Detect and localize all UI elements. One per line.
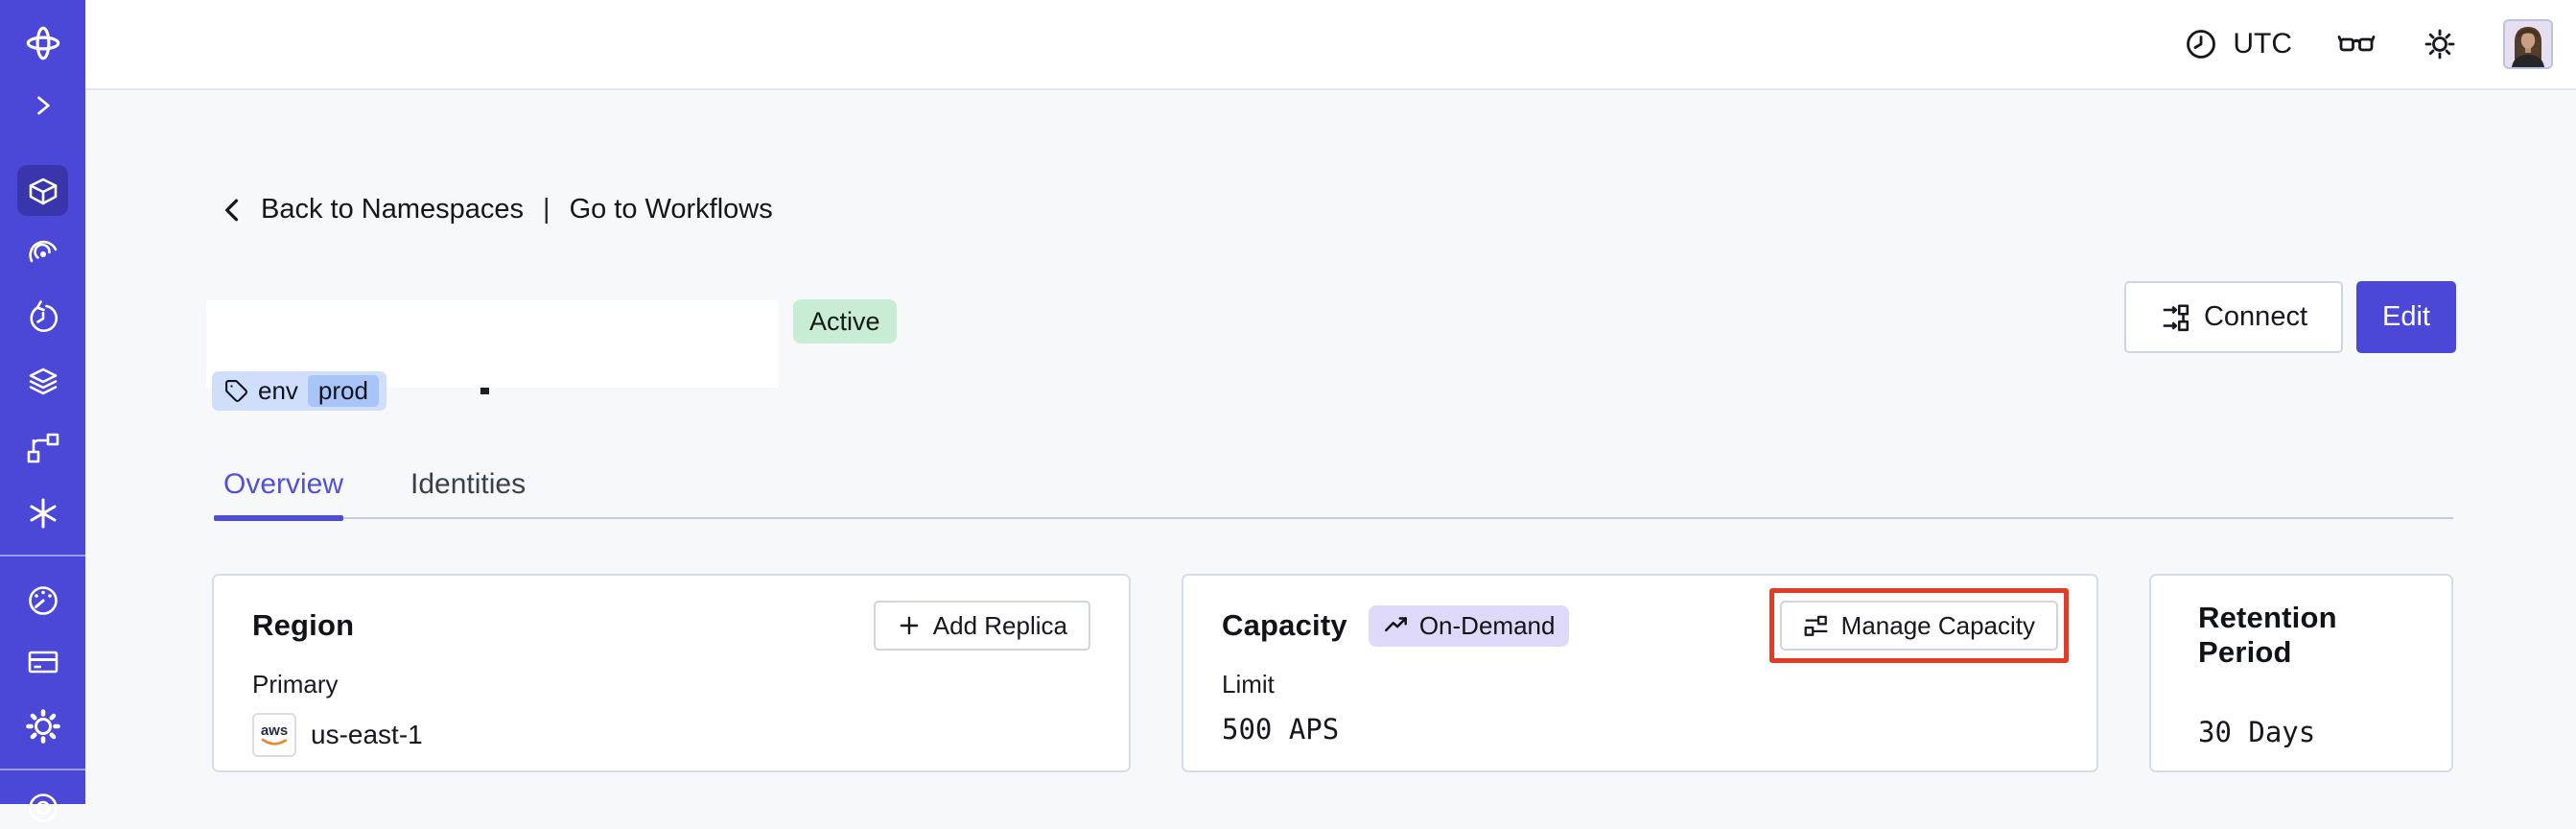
sidebar-item-support[interactable] bbox=[0, 787, 85, 829]
sidebar-item-namespaces[interactable] bbox=[17, 165, 68, 216]
manage-capacity-button[interactable]: Manage Capacity bbox=[1779, 601, 2058, 651]
gear-icon bbox=[24, 707, 62, 746]
sidebar-item-batch[interactable] bbox=[0, 492, 85, 534]
connect-button-label: Connect bbox=[2203, 301, 2307, 332]
back-chevron-icon[interactable] bbox=[219, 196, 247, 225]
on-demand-label: On-Demand bbox=[1418, 610, 1556, 640]
breadcrumb-back-link[interactable]: Back to Namespaces bbox=[261, 194, 525, 225]
chevron-right-icon bbox=[26, 88, 60, 123]
primary-label: Primary bbox=[252, 670, 339, 699]
tab-overview[interactable]: Overview bbox=[223, 468, 344, 500]
edit-button[interactable]: Edit bbox=[2356, 281, 2456, 353]
topbar: UTC bbox=[85, 0, 2576, 90]
cube-icon bbox=[24, 172, 62, 210]
branch-nodes-icon bbox=[24, 430, 62, 468]
clock-icon bbox=[2182, 25, 2220, 63]
sidebar-item-deployments[interactable] bbox=[0, 361, 85, 403]
limit-label: Limit bbox=[1222, 670, 1275, 699]
breadcrumb: Back to Namespaces | Go to Workflows bbox=[219, 194, 773, 225]
region-card: Region Add Replica Primary aws us-east-1 bbox=[212, 574, 1131, 772]
active-tab-underline bbox=[214, 515, 343, 521]
topbar-actions: UTC bbox=[2182, 0, 2553, 88]
capacity-card: Capacity On-Demand bbox=[1182, 574, 2098, 772]
tab-bar: Overview Identities bbox=[214, 468, 535, 522]
glasses-icon bbox=[2336, 25, 2377, 63]
gauge-icon bbox=[24, 581, 62, 620]
add-replica-label: Add Replica bbox=[932, 610, 1067, 640]
user-avatar[interactable] bbox=[2503, 19, 2553, 69]
tab-identities[interactable]: Identities bbox=[410, 468, 527, 500]
tag-key: env bbox=[258, 376, 298, 405]
sidebar-divider bbox=[0, 769, 85, 770]
svg-text:aws: aws bbox=[261, 722, 288, 739]
retention-value: 30 Days bbox=[2198, 716, 2316, 748]
region-value: us-east-1 bbox=[311, 720, 423, 749]
nexus-eye-icon bbox=[24, 235, 62, 273]
trending-up-icon bbox=[1383, 612, 1410, 639]
namespace-detail-page: UTC bbox=[0, 0, 2576, 804]
sidebar-item-billing[interactable] bbox=[0, 641, 85, 683]
plus-icon bbox=[897, 613, 922, 638]
edit-button-label: Edit bbox=[2382, 301, 2430, 332]
credit-card-icon bbox=[24, 643, 62, 681]
status-badge: Active bbox=[793, 299, 897, 343]
sidebar-item-settings[interactable] bbox=[0, 705, 85, 747]
asterisk-icon bbox=[24, 494, 62, 533]
add-replica-button[interactable]: Add Replica bbox=[873, 601, 1090, 651]
breadcrumb-workflows-link[interactable]: Go to Workflows bbox=[569, 194, 773, 225]
sidebar bbox=[0, 0, 85, 822]
sidebar-item-nexus[interactable] bbox=[0, 233, 85, 275]
manage-capacity-label: Manage Capacity bbox=[1840, 610, 2035, 640]
tag-value: prod bbox=[307, 375, 379, 407]
support-icon bbox=[24, 789, 62, 827]
retention-card-title: Retention Period bbox=[2198, 601, 2337, 669]
breadcrumb-separator: | bbox=[543, 194, 550, 225]
timer-clock-icon bbox=[24, 299, 62, 338]
labs-toggle[interactable] bbox=[2336, 25, 2377, 63]
timezone-selector[interactable]: UTC bbox=[2182, 25, 2292, 63]
aws-provider-icon: aws bbox=[252, 713, 296, 757]
retention-card: Retention Period 30 Days bbox=[2149, 574, 2453, 772]
layers-icon bbox=[24, 363, 62, 401]
sidebar-item-pipelines[interactable] bbox=[0, 428, 85, 470]
sliders-icon bbox=[1803, 612, 1830, 639]
on-demand-badge: On-Demand bbox=[1368, 604, 1570, 647]
namespace-tag: env prod bbox=[212, 371, 386, 411]
sun-icon bbox=[2421, 25, 2459, 63]
connect-button[interactable]: Connect bbox=[2124, 281, 2343, 353]
tag-icon bbox=[224, 379, 248, 403]
theme-toggle[interactable] bbox=[2421, 25, 2459, 63]
sidebar-divider bbox=[0, 555, 85, 557]
connect-flow-icon bbox=[2160, 302, 2190, 333]
redaction-artifact bbox=[480, 387, 489, 394]
region-card-title: Region bbox=[252, 608, 355, 642]
tab-rule bbox=[214, 517, 2453, 519]
capacity-limit-value: 500 APS bbox=[1222, 713, 1340, 746]
expand-sidebar-button[interactable] bbox=[0, 84, 85, 127]
timezone-label: UTC bbox=[2233, 28, 2292, 59]
capacity-card-title: Capacity bbox=[1222, 608, 1347, 642]
sidebar-item-schedules[interactable] bbox=[0, 297, 85, 340]
sidebar-item-usage[interactable] bbox=[0, 580, 85, 622]
temporal-logo[interactable] bbox=[0, 22, 85, 64]
